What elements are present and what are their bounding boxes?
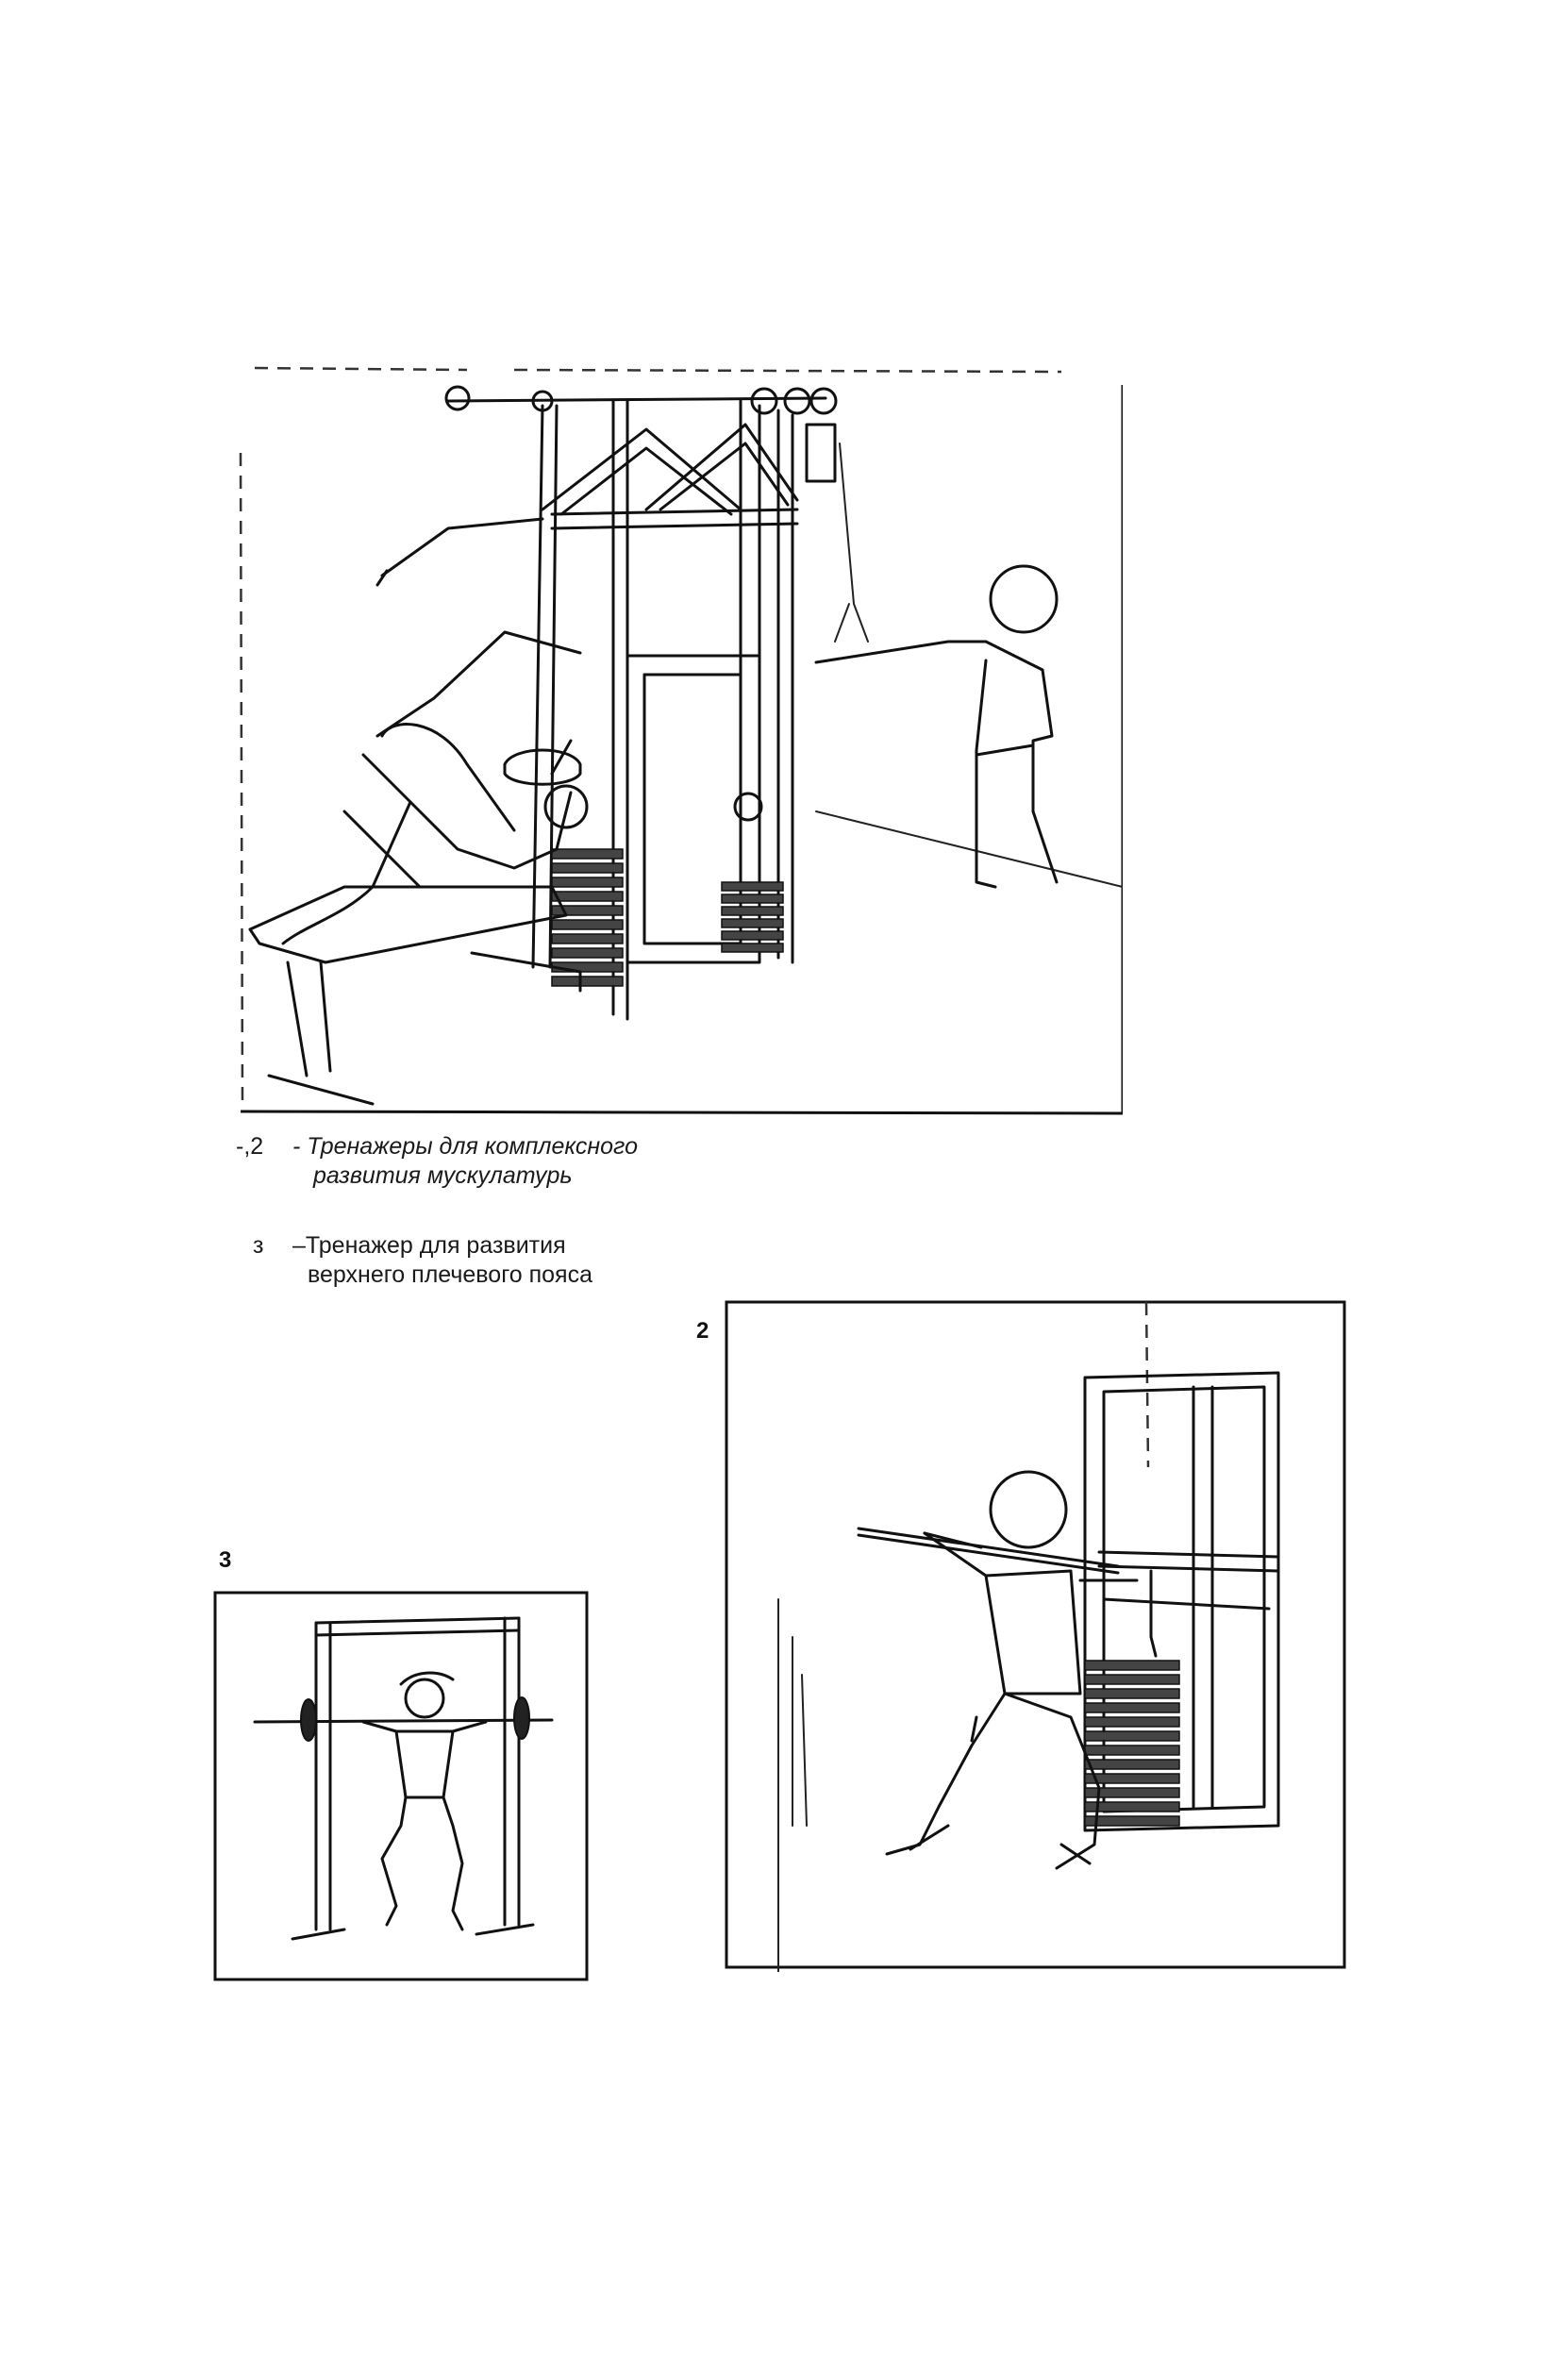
seat-pad xyxy=(503,748,582,786)
frame-uprights-left xyxy=(531,399,629,1021)
caption-figure-3: з –Тренажер для развития верхнего плечев… xyxy=(253,1231,819,1297)
lying-person-head xyxy=(543,784,589,829)
person-torso xyxy=(394,1729,455,1799)
tower-inner-uprights xyxy=(1192,1385,1214,1809)
weight-stack xyxy=(1084,1660,1180,1827)
lying-person-body xyxy=(281,791,573,945)
person-arms xyxy=(923,1531,1139,1582)
tower-frame-inner xyxy=(1102,1385,1266,1813)
lying-person-arm-left xyxy=(380,723,516,832)
weight-stack-left xyxy=(551,848,624,987)
floor-line xyxy=(815,810,1123,888)
pulley-wheel xyxy=(783,387,811,415)
person-head xyxy=(404,1678,445,1719)
standing-person-waist xyxy=(975,743,1035,757)
caption-line: верхнего плечевого пояса xyxy=(308,1261,592,1288)
barbell-plate-left xyxy=(300,1698,317,1742)
person-arms xyxy=(361,1720,488,1733)
pulley-head xyxy=(805,423,837,483)
caption-number: -,2 xyxy=(236,1133,264,1160)
caption-line: –Тренажер для развития xyxy=(292,1232,566,1259)
squat-bar xyxy=(857,1527,1120,1575)
figure-1-drawing xyxy=(239,366,1123,1115)
bench-legs xyxy=(267,960,375,1106)
figure-frame xyxy=(725,1300,1346,1969)
figure-3-drawing xyxy=(213,1591,589,1981)
frame-uprights-right xyxy=(739,399,794,964)
person-feet xyxy=(909,1715,1092,1865)
figure-frame-bottom xyxy=(240,1110,1123,1115)
cable xyxy=(834,443,869,643)
person-head xyxy=(989,1470,1068,1549)
press-lever-arm xyxy=(375,630,582,738)
barbell-plate-right xyxy=(513,1696,530,1740)
caption-figures-1-2: -,2 - Тренажеры для комплексного развити… xyxy=(236,1132,802,1198)
tower-bar-rail xyxy=(1097,1550,1280,1573)
inner-frame xyxy=(626,654,761,964)
standing-person-head xyxy=(989,564,1059,634)
triangle-brace-left xyxy=(541,427,742,516)
person-torso xyxy=(984,1569,1082,1695)
pulley-wheel xyxy=(809,387,838,415)
figure-frame xyxy=(213,1591,589,1981)
tower-crossbar xyxy=(1102,1597,1271,1611)
figure-frame-top xyxy=(254,366,1062,374)
upper-lever-grip xyxy=(375,569,389,587)
person-body-legs xyxy=(885,1531,1101,1870)
lying-person-legs xyxy=(342,753,422,889)
figure-2-squat-trainer xyxy=(722,1297,1349,1972)
lying-person-arm-right xyxy=(550,739,573,776)
caption-line: развития мускулатурь xyxy=(313,1162,573,1189)
weight-stack-right xyxy=(721,881,784,953)
bench-foot-bar xyxy=(470,951,582,993)
triangle-brace-right xyxy=(644,423,799,511)
bench-pad xyxy=(248,885,568,964)
figure-1-multi-station-trainer xyxy=(231,359,1123,1127)
rack-top-bar xyxy=(314,1616,521,1637)
rack-base xyxy=(291,1923,535,1941)
figure-2-drawing xyxy=(725,1300,1346,1972)
frame-crossbar xyxy=(550,508,799,530)
figure-3-squat-rack xyxy=(212,1590,590,1981)
caption-line: - Тренажеры для комплексного xyxy=(292,1133,638,1160)
wall-curtain-lines xyxy=(777,1598,808,1972)
pulley-wheel xyxy=(444,385,471,411)
cable-guide xyxy=(1149,1569,1158,1658)
caption-number: з xyxy=(253,1232,264,1259)
top-rail xyxy=(446,396,827,403)
rack-uprights xyxy=(314,1616,521,1931)
figure-3-number: 3 xyxy=(219,1547,232,1573)
person-legs xyxy=(380,1795,464,1931)
figure-2-number: 2 xyxy=(696,1318,709,1344)
barbell-bar xyxy=(253,1718,554,1724)
wall-corner-line xyxy=(1144,1301,1150,1468)
pulley-wheel xyxy=(750,387,778,415)
weight-pin-disc xyxy=(733,792,763,822)
upper-lever-arm xyxy=(380,517,544,577)
figure-frame-left xyxy=(239,452,244,1110)
standing-person-body xyxy=(814,640,1059,889)
person-hair xyxy=(399,1671,455,1686)
